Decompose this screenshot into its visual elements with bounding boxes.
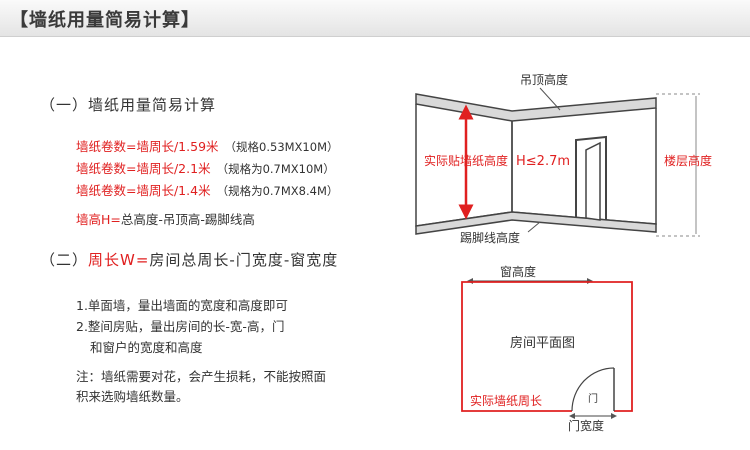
floor-height-label: 楼层高度 (664, 153, 712, 168)
formula-text: 墙纸卷数=墙周长/1.4米 (76, 183, 211, 198)
door-swing-arc (571, 367, 615, 412)
door-width-label: 门宽度 (568, 418, 604, 433)
list-item: 和窗户的宽度和高度 (90, 340, 203, 355)
plan-diagram: 窗高度 房间平面图 门 实际墙纸周长 门宽度 (461, 264, 633, 433)
formula-spec: （规格0.53MX10M） (224, 140, 339, 154)
h-value-label: H≤2.7m (516, 154, 570, 169)
baseboard-leader (527, 221, 541, 233)
ceiling-label: 吊顶高度 (520, 72, 568, 87)
ceiling-leader (539, 87, 561, 111)
door-frame (575, 135, 607, 220)
perimeter-label: 实际墙纸周长 (470, 393, 542, 408)
wall-height-formula: 墙高H=总高度-吊顶高-踢脚线高 (76, 209, 255, 228)
room-outline (461, 281, 633, 412)
formula-row-2: 墙纸卷数=墙周长/2.1米 （规格为0.7MX10M） (76, 158, 335, 177)
note-line-2: 积来选购墙纸数量。 (76, 389, 189, 404)
door-label: 门 (588, 392, 598, 405)
ceiling-band (415, 93, 657, 122)
room-diagram: 吊顶高度 实际贴墙纸高度 H≤2.7m 楼层高度 踢脚线高度 (415, 72, 712, 245)
formula-text: 墙纸卷数=墙周长/2.1米 (76, 161, 211, 176)
section2-heading-rest: 房间总周长-门宽度-窗宽度 (149, 251, 339, 269)
door-leaf (585, 141, 601, 221)
page-title: 【墙纸用量简易计算】 (10, 10, 200, 31)
wall-height-prefix: 墙高H= (76, 212, 121, 227)
formula-spec: （规格为0.7MX8.4M） (216, 184, 339, 198)
section2-heading: （二）周长W=房间总周长-门宽度-窗宽度 (40, 249, 338, 270)
list-item: 1.单面墙，量出墙面的宽度和高度即可 (76, 298, 288, 313)
note-line-1: 注：墙纸需要对花，会产生损耗，不能按照面 (76, 369, 327, 384)
formula-row-1: 墙纸卷数=墙周长/1.59米 （规格0.53MX10M） (76, 136, 339, 155)
wall-height-text: 总高度-吊顶高-踢脚线高 (120, 212, 255, 227)
window-label: 窗高度 (500, 264, 536, 279)
plan-title: 房间平面图 (510, 335, 575, 351)
section1-heading: （一）墙纸用量简易计算 (40, 96, 217, 114)
formula-spec: （规格为0.7MX10M） (216, 162, 335, 176)
baseboard-label: 踢脚线高度 (460, 230, 520, 245)
section2-heading-prefix: （二） (40, 251, 89, 269)
formula-text: 墙纸卷数=墙周长/1.59米 (76, 139, 219, 154)
baseboard-band (415, 211, 657, 235)
section2-heading-red: 周长W= (88, 251, 150, 269)
list-item: 2.整间房贴，量出房间的长-宽-高，门 (76, 319, 285, 334)
header-bar: 【墙纸用量简易计算】 (0, 0, 750, 37)
actual-height-label: 实际贴墙纸高度 (424, 153, 508, 168)
formula-row-3: 墙纸卷数=墙周长/1.4米 （规格为0.7MX8.4M） (76, 180, 338, 199)
